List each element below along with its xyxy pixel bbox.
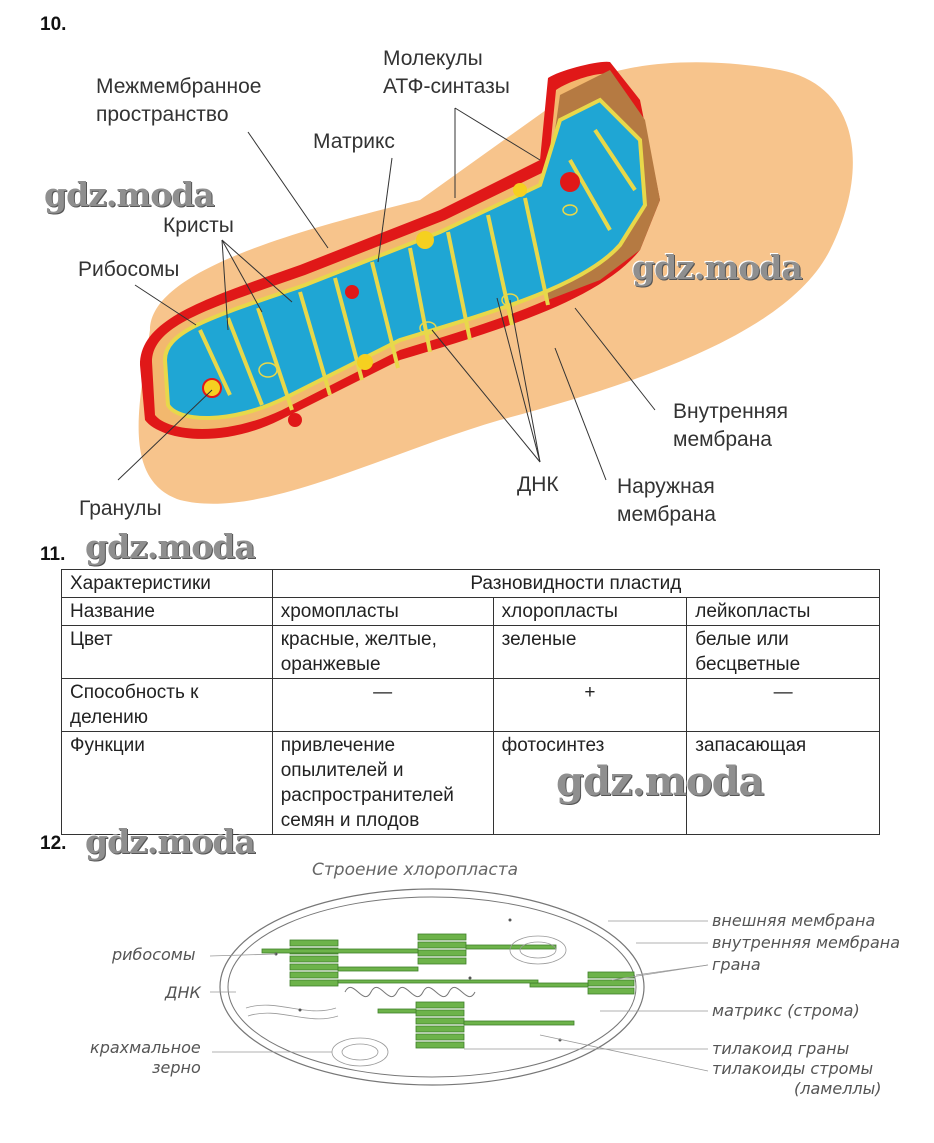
watermark: gdz.moda: [85, 822, 256, 861]
label-chloro-outer-membrane: внешняя мембрана: [712, 911, 876, 930]
watermark: gdz.moda: [556, 758, 764, 805]
section-11-number: 11.: [40, 544, 66, 565]
table-cell: хромопласты: [271, 597, 494, 626]
table-cell: Цвет: [61, 625, 273, 679]
table-cell: +: [492, 678, 688, 732]
chloroplast-title: Строение хлоропласта: [312, 860, 519, 880]
table-cell: Название: [61, 597, 273, 626]
table-cell: —: [686, 678, 880, 732]
label-chloro-ribosomes: рибосомы: [112, 945, 196, 964]
dna-rings: [258, 204, 578, 378]
table-row: Функции привлечение опылителей и распрос…: [61, 731, 880, 835]
table-cell: Функции: [61, 731, 273, 835]
section-12-number: 12.: [40, 833, 67, 854]
inner-membrane: [227, 896, 637, 1078]
table-row: Способность к делению — + —: [61, 678, 880, 732]
granule: [345, 285, 359, 299]
table-row: Название хромопласты хлоропласты лейкопл…: [61, 597, 880, 626]
label-inner-membrane: Внутренняя мембрана: [673, 400, 789, 451]
label-intermembrane: Межмембранное пространство: [96, 75, 262, 126]
table-cell: —: [271, 678, 494, 732]
table-cell: привлечение опылителей и распространител…: [271, 731, 494, 835]
matrix-region: [162, 97, 648, 420]
chloroplast-diagram: [209, 888, 709, 1086]
starch-grains: [245, 935, 567, 1067]
mitochondrion-diagram: [117, 61, 853, 504]
granule: [560, 172, 580, 192]
label-chloro-dna: ДНК: [165, 983, 201, 1002]
table-header-row: Характеристики Разновидности пластид: [61, 569, 881, 598]
granule: [416, 231, 434, 249]
dna-squiggle: [344, 986, 476, 998]
plastids-table: Характеристики Разновидности пластид Наз…: [61, 569, 881, 835]
cristae-folds: [198, 128, 637, 411]
label-atp-synthase: Молекулы АТФ-синтазы: [383, 47, 510, 98]
label-cristae: Кристы: [163, 214, 234, 237]
label-starch-grain: крахмальное зерно: [90, 1038, 201, 1077]
watermark: gdz.moda: [85, 527, 256, 566]
table-cell: запасающая: [686, 731, 880, 835]
granule: [513, 183, 527, 197]
outer-membrane: [219, 888, 645, 1086]
table-header-characteristics: Характеристики: [61, 569, 273, 598]
granule: [202, 378, 222, 398]
table-row: Цвет красные, желтые, оранжевые зеленые …: [61, 625, 880, 679]
table-cell: красные, желтые, оранжевые: [271, 625, 494, 679]
table-cell: Способность к делению: [61, 678, 273, 732]
table-cell: белые или бесцветные: [686, 625, 880, 679]
table-cell: фотосинтез: [492, 731, 688, 835]
label-matrix: Матрикс: [313, 130, 395, 153]
leader-lines: [117, 107, 656, 481]
table-cell: зеленые: [492, 625, 688, 679]
label-stroma-thylakoids: тилакоиды стромы (ламеллы): [712, 1059, 882, 1098]
label-grana-thylakoid: тилакоид граны: [712, 1039, 850, 1058]
label-outer-membrane: Наружная мембрана: [617, 475, 716, 526]
label-stroma: матрикс (строма): [712, 1001, 860, 1020]
label-ribosomes: Рибосомы: [78, 258, 180, 281]
table-cell: лейкопласты: [686, 597, 880, 626]
table-cell: хлоропласты: [492, 597, 688, 626]
watermark: gdz.moda: [44, 175, 215, 214]
chloroplast-leader-lines: [209, 920, 709, 1072]
granule: [357, 354, 373, 370]
granule: [288, 413, 302, 427]
table-header-plastids: Разновидности пластид: [271, 569, 881, 598]
label-chloro-inner-membrane: внутренняя мембрана: [712, 933, 901, 952]
watermark: gdz.moda: [632, 248, 803, 287]
label-granules: Гранулы: [79, 497, 162, 520]
label-grana: грана: [712, 955, 761, 974]
section-10-number: 10.: [40, 14, 67, 35]
label-dna: ДНК: [517, 473, 559, 496]
